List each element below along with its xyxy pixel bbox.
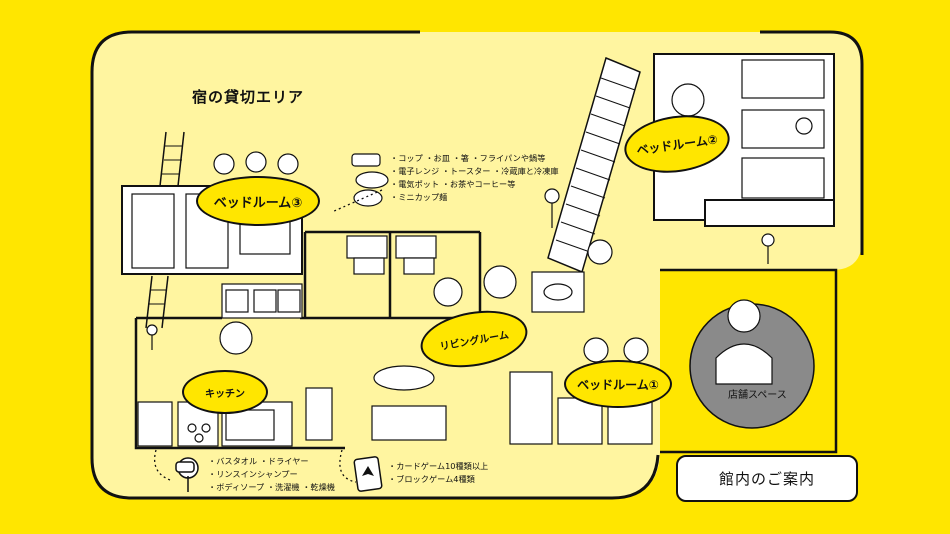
tableware-icon xyxy=(351,153,389,207)
main-walls xyxy=(134,230,838,454)
area-title: 宿の貸切エリア xyxy=(192,88,305,106)
bedroom1-label: ベッドルーム① xyxy=(564,360,672,408)
people-illustrations xyxy=(146,83,813,363)
kitchen-fixtures xyxy=(137,283,333,447)
list-item: ・電気ポット ・お茶やコーヒー等 xyxy=(390,179,516,189)
bedroom3-label-text: ベッドルーム③ xyxy=(213,195,303,211)
living-label-text: リビングルーム xyxy=(439,329,510,353)
living-furniture xyxy=(371,365,653,445)
list-item: ・コップ ・お皿 ・箸 ・フライパンや鍋等 xyxy=(390,153,546,163)
list-item: ・カードゲーム10種類以上 xyxy=(388,461,489,471)
kitchen-label: キッチン xyxy=(182,370,268,414)
bedroom3-label: ベッドルーム③ xyxy=(196,176,320,226)
kitchen-amenities-list: ・コップ ・お皿 ・箸 ・フライパンや鍋等 ・電子レンジ ・トースター ・冷蔵庫… xyxy=(390,152,559,204)
bath-amenities-list: ・バスタオル ・ドライヤー ・リンスインシャンプー ・ボディソープ ・洗濯機 ・… xyxy=(208,455,335,494)
list-item: ・バスタオル ・ドライヤー xyxy=(208,456,309,466)
bathroom-fixtures xyxy=(346,235,613,313)
bedroom2-room xyxy=(547,53,835,274)
list-item: ・電子レンジ ・トースター ・冷蔵庫と冷凍庫 xyxy=(390,166,559,176)
bedroom2-label-text: ベッドルーム② xyxy=(635,131,719,158)
ladder xyxy=(145,275,169,329)
kitchen-label-text: キッチン xyxy=(205,388,245,400)
bedroom1-label-text: ベッドルーム① xyxy=(577,377,659,392)
facility-guide-button-label: 館内のご案内 xyxy=(718,470,815,488)
card-icon xyxy=(353,456,383,492)
dryer-icon xyxy=(175,457,199,492)
facility-guide-button[interactable]: 館内のご案内 xyxy=(676,455,858,502)
list-item: ・ボディソープ ・洗濯機 ・乾燥機 xyxy=(208,482,335,492)
store-label: 店舗スペース xyxy=(728,390,787,401)
list-item: ・リンスインシャンプー xyxy=(208,469,298,479)
list-item: ・ブロックゲーム4種類 xyxy=(388,474,475,484)
store-space xyxy=(689,299,815,429)
dotted-leaders xyxy=(153,189,383,483)
list-item: ・ミニカップ麺 xyxy=(390,192,448,202)
game-amenities-list: ・カードゲーム10種類以上 ・ブロックゲーム4種類 xyxy=(388,460,488,486)
